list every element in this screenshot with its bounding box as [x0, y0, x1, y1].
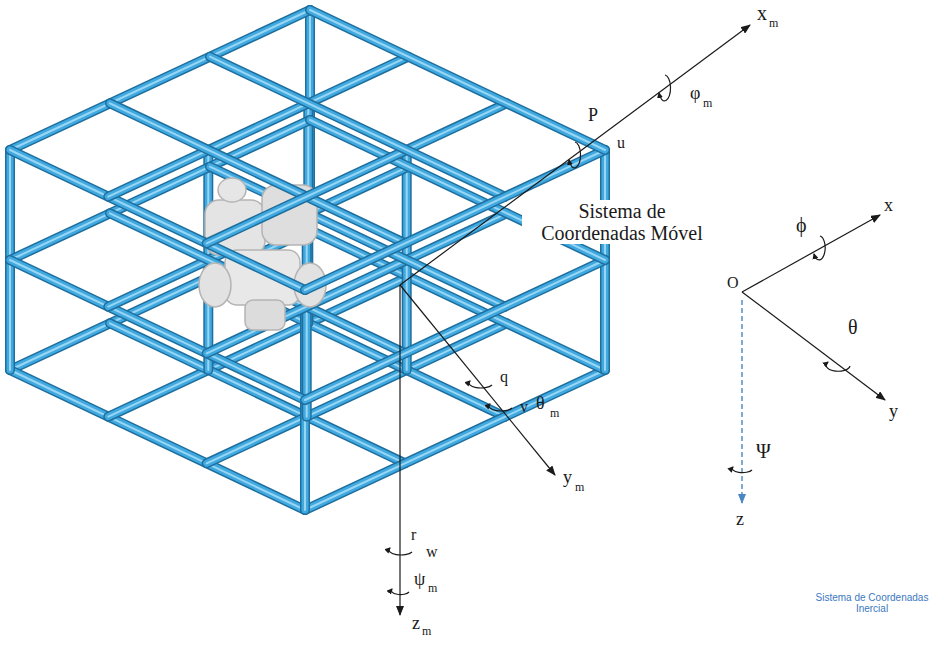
axis-subscript: m [769, 17, 778, 30]
frame-tube [305, 370, 605, 510]
frame-tube [305, 260, 605, 400]
axis-label: y [563, 468, 572, 488]
frame-tube [310, 230, 605, 370]
moving-axes [389, 25, 750, 615]
angular-rate: P [588, 106, 598, 126]
frame-tube [305, 260, 605, 400]
inertial-axes [732, 215, 885, 503]
axis-label: x [757, 2, 767, 24]
axis-label: z [736, 510, 744, 530]
origin-label: O [727, 274, 739, 292]
angular-rate: r [411, 526, 416, 544]
axis-subscript: m [703, 97, 712, 110]
frame-tube [305, 260, 605, 400]
frame-tube [310, 10, 605, 150]
frame-title: Sistema de Coordenadas Inercial [812, 592, 932, 614]
angle-label: ϕ [796, 214, 807, 236]
frame-tube [310, 230, 605, 370]
frame-upper [10, 10, 605, 290]
frame-tube [305, 370, 605, 510]
angle-label: θ [848, 316, 858, 338]
frame-tube [310, 10, 605, 150]
axis-label: x [884, 196, 893, 216]
axis-label: z [412, 614, 420, 634]
angle-label: Ψ [756, 440, 771, 462]
frame-tube [305, 370, 605, 510]
axis-label: y [889, 402, 898, 422]
frame-lower [10, 10, 605, 510]
frame-tube [310, 10, 605, 150]
angle-label: ψ [414, 570, 425, 590]
angle-label: φ [690, 84, 700, 104]
velocity: w [426, 543, 438, 561]
angular-rate: q [500, 368, 508, 386]
axis-subscript: m [422, 625, 431, 638]
axis-subscript: m [428, 582, 437, 595]
frame-tube [310, 230, 605, 370]
velocity: u [617, 134, 625, 152]
axis-subscript: m [550, 407, 559, 420]
axis-subscript: m [575, 481, 584, 494]
angle-label: θ [536, 394, 545, 414]
frame-title: Sistema de Coordenadas Móvel [522, 200, 722, 244]
velocity: v [520, 398, 528, 416]
